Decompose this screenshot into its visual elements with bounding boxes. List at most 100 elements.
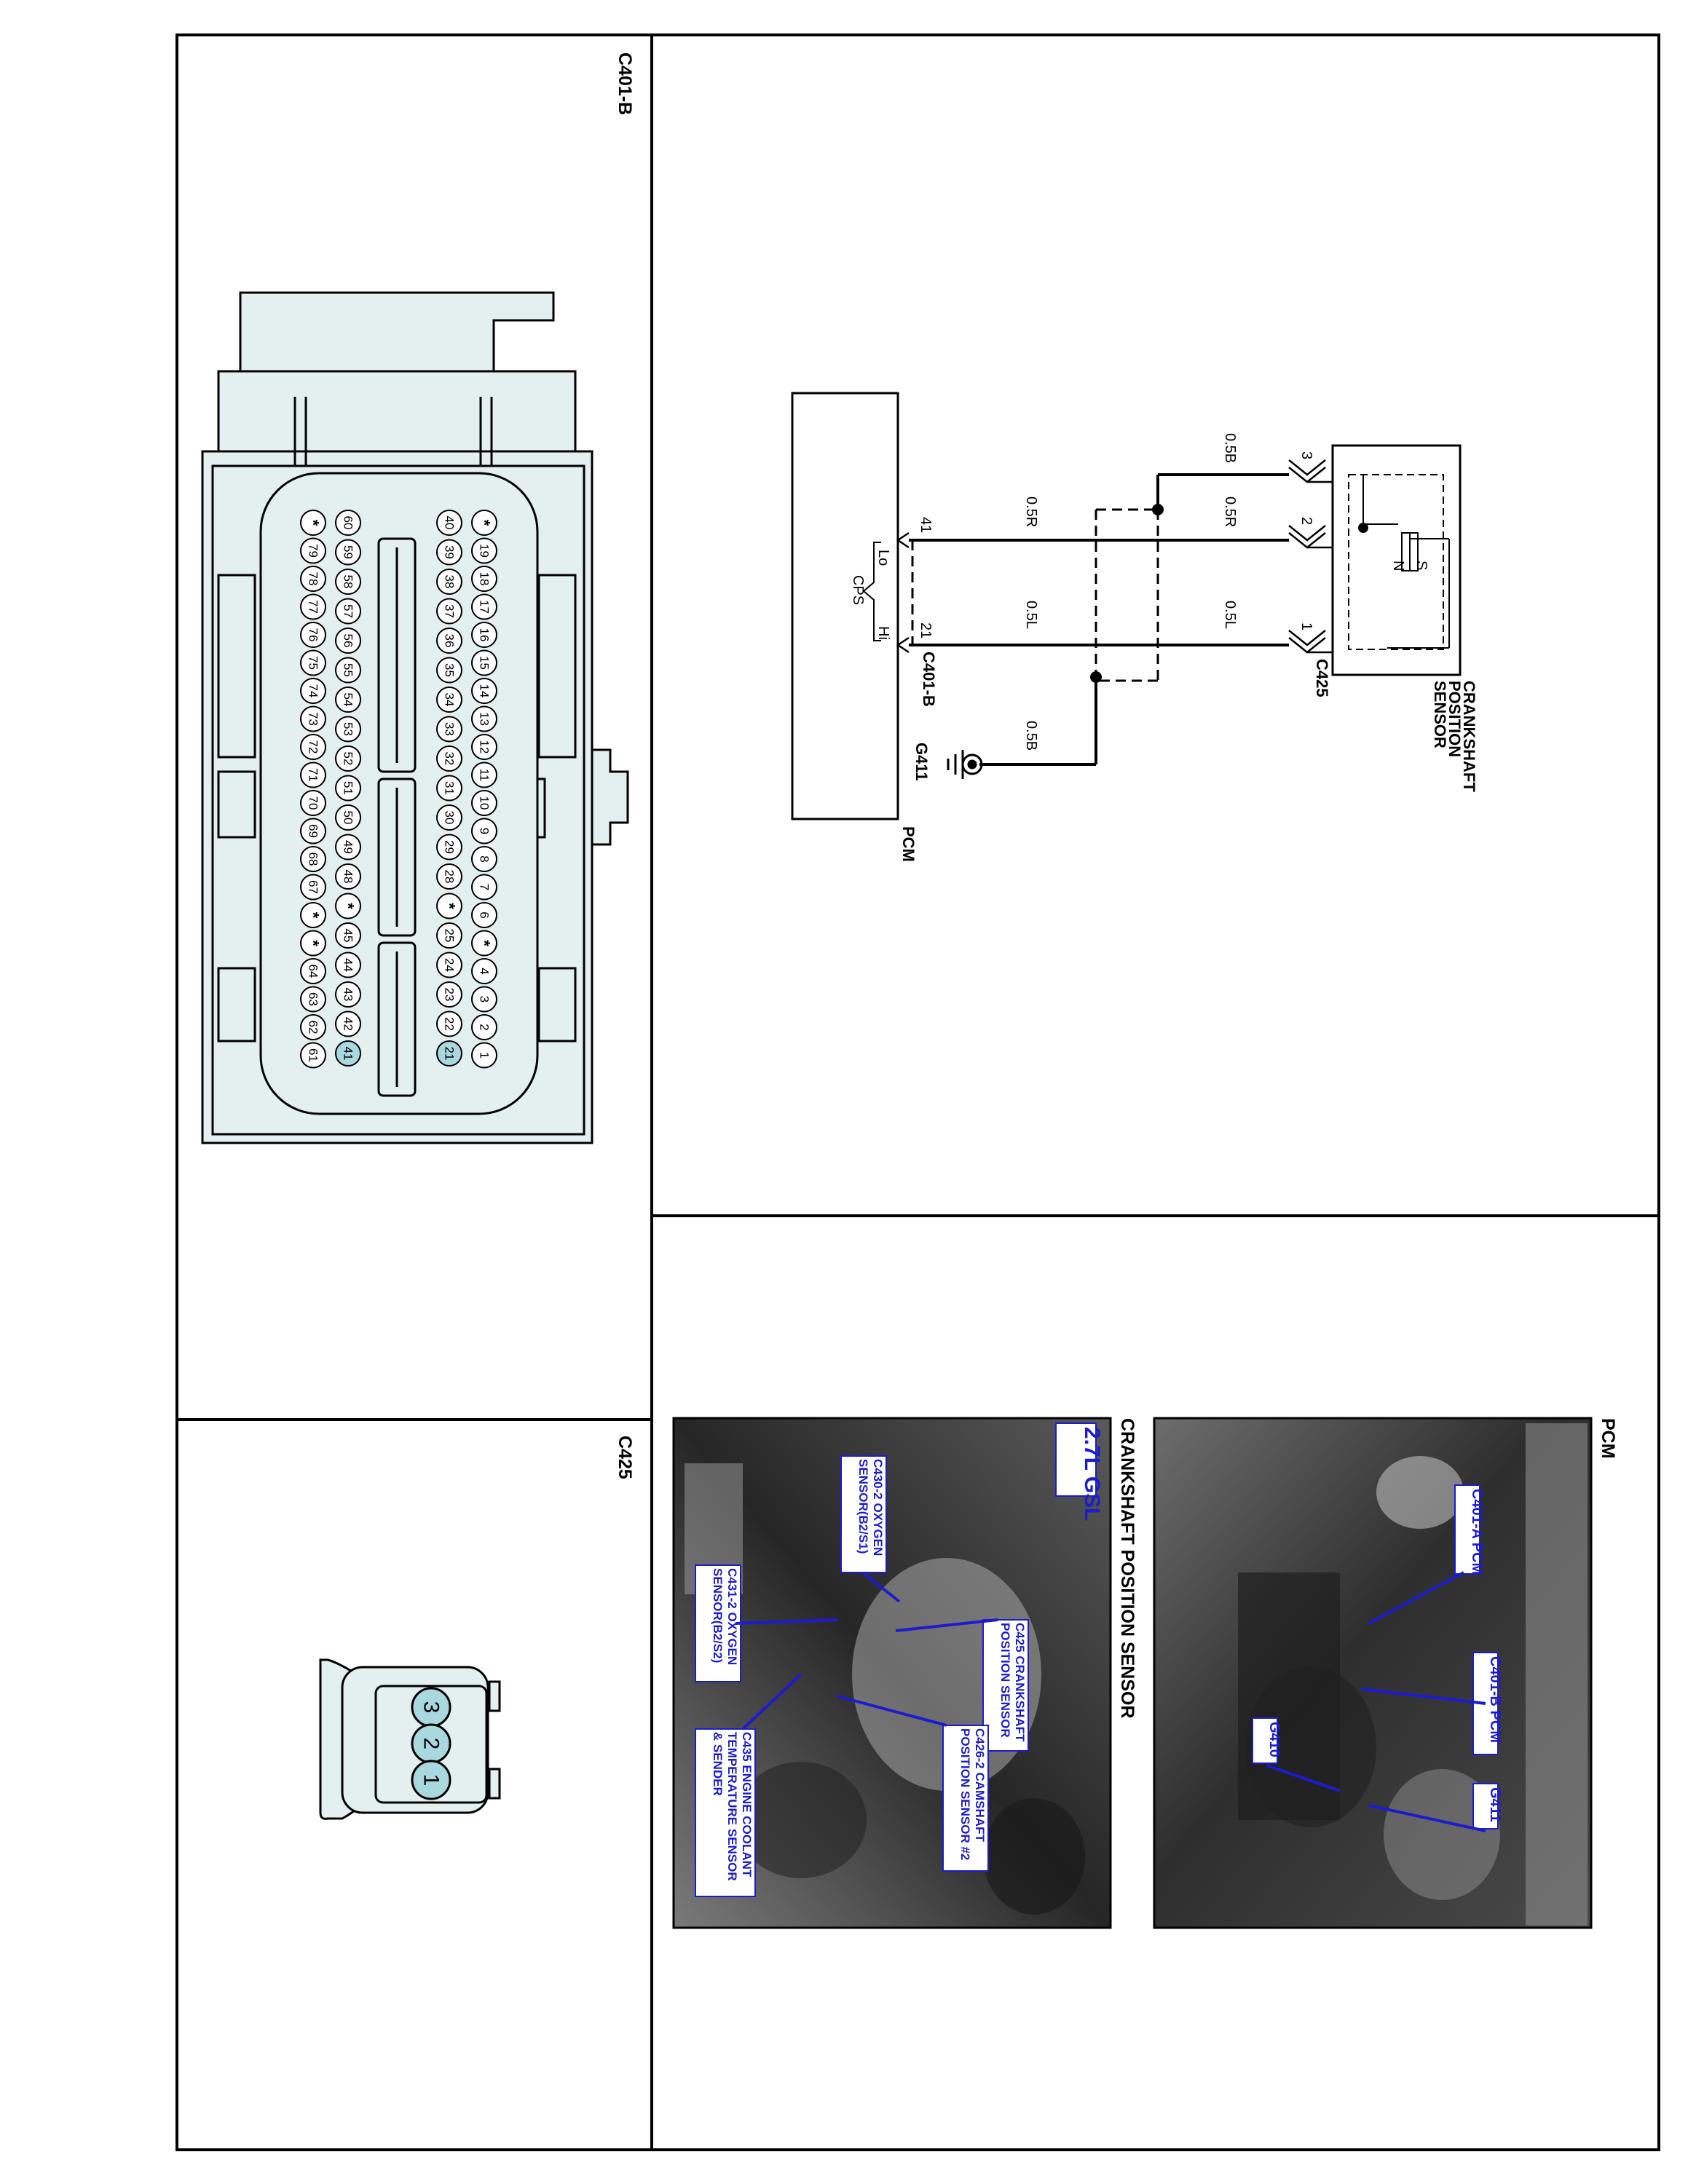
c401b-pin-60 bbox=[335, 510, 361, 536]
c401b-pin-50 bbox=[335, 804, 361, 831]
c401b-pin-label: * bbox=[304, 520, 323, 526]
c401b-pin-label: 42 bbox=[342, 1017, 355, 1031]
c401b-pin-label: 17 bbox=[478, 600, 492, 614]
c401b-pin-label: 12 bbox=[478, 740, 492, 754]
callout-c425-line2: POSITION SENSOR bbox=[998, 1623, 1012, 1738]
wire-label-l-upper: 0.5L bbox=[1222, 601, 1238, 629]
connector-c425-title: C425 bbox=[615, 1436, 635, 1479]
callout-c401a: C401-A PCM bbox=[1469, 1489, 1485, 1575]
c425-connector-label: C425 bbox=[1313, 659, 1331, 697]
c401b-pin-16 bbox=[471, 622, 497, 648]
c401b-pin-78 bbox=[300, 566, 326, 592]
c401b-pin-label: 9 bbox=[478, 828, 492, 834]
callout-c430-2-line1: C430-2 OXYGEN bbox=[871, 1459, 885, 1556]
c401b-pin-51 bbox=[335, 775, 361, 802]
wire-label-r-lower: 0.5R bbox=[1023, 496, 1039, 527]
c401b-pin-53 bbox=[335, 716, 361, 743]
c401b-pin-79 bbox=[300, 537, 326, 564]
c401b-pin-12 bbox=[471, 734, 497, 760]
c401b-pin-label: 49 bbox=[342, 840, 355, 854]
c425-pin3-label: 3 bbox=[1298, 451, 1314, 459]
c401b-pin-37 bbox=[436, 598, 462, 625]
c401b-pin-label: 75 bbox=[307, 656, 320, 670]
c401b-pin-label: 59 bbox=[342, 545, 355, 559]
c401b-pin-59 bbox=[335, 539, 361, 566]
sensor-pole-n: N bbox=[1390, 561, 1406, 571]
c401b-pin-unused bbox=[300, 902, 326, 928]
c401b-pin-label: 77 bbox=[307, 600, 320, 614]
c401b-pin-35 bbox=[436, 657, 462, 684]
c401b-pin-8 bbox=[471, 846, 497, 872]
c401b-pin-36 bbox=[436, 628, 462, 654]
c401b-pin-11 bbox=[471, 761, 497, 788]
c401b-pin-label: 79 bbox=[307, 544, 320, 558]
c401b-pin-31 bbox=[436, 775, 462, 802]
c401b-pin-label: 25 bbox=[443, 929, 457, 943]
pcm-lo-label: Lo bbox=[875, 550, 891, 566]
callout-c431-2-line2: SENSOR(B2/S2) bbox=[711, 1568, 725, 1663]
c401b-pin-30 bbox=[436, 804, 462, 831]
c401b-pin-label: 43 bbox=[342, 988, 355, 1002]
c401b-pin-28 bbox=[436, 863, 462, 890]
c401b-pin-label: 73 bbox=[307, 712, 320, 726]
c401b-pin-75 bbox=[300, 649, 326, 676]
c401b-pin-label: 10 bbox=[478, 796, 492, 810]
c401b-pin-label: 21 bbox=[443, 1047, 457, 1061]
connector-c401b-title: C401-B bbox=[615, 52, 635, 115]
photo-pcm-callouts: C401-A PCM C401-B PCM G410 G411 bbox=[1252, 1484, 1503, 1832]
c401b-pin-69 bbox=[300, 818, 326, 844]
c401b-pin-label: 45 bbox=[342, 929, 355, 943]
pcm-connector-label: C401-B bbox=[920, 652, 938, 707]
c401b-pin-72 bbox=[300, 734, 326, 760]
pcm-cps-label: CPS bbox=[850, 575, 866, 605]
c401b-pin-24 bbox=[436, 951, 462, 978]
connector-c425-body bbox=[319, 1658, 501, 1820]
pcm-hi-label: Hi bbox=[875, 626, 891, 640]
photo-panel: PCM C401-A PCM C401-B PCM G410 G411 bbox=[672, 1417, 1618, 1929]
c401b-pin-label: 1 bbox=[478, 1052, 492, 1059]
c401b-pin-label: 30 bbox=[443, 811, 457, 825]
c401b-pin-34 bbox=[436, 687, 462, 713]
c401b-pin-19 bbox=[471, 537, 497, 564]
c401b-pin-label: 19 bbox=[478, 544, 492, 558]
c425-pin-label: 2 bbox=[419, 1738, 443, 1750]
c401b-pin-label: 37 bbox=[443, 604, 457, 618]
photo-cps-callouts: 2.7L GSL C430-2 OXYGEN SENSOR(B2/S1) C42… bbox=[695, 1423, 1104, 1897]
callout-g411: G411 bbox=[1487, 1787, 1503, 1822]
c401b-pin-label: 78 bbox=[307, 572, 320, 586]
c401b-pin-1 bbox=[471, 1042, 497, 1069]
c401b-pin-label: 58 bbox=[342, 575, 355, 589]
c401b-pin-label: 28 bbox=[443, 870, 457, 884]
c401b-pin-label: 34 bbox=[443, 693, 457, 707]
connector-c425-pin-row: 321 bbox=[411, 1687, 451, 1800]
c401b-pin-label: 32 bbox=[443, 752, 457, 766]
c425-pin-symbols bbox=[1288, 459, 1333, 654]
c401b-pin-label: 41 bbox=[342, 1047, 355, 1061]
c401b-pin-22 bbox=[436, 1010, 462, 1037]
c401b-pin-label: 23 bbox=[443, 988, 457, 1002]
c401b-pin-25 bbox=[436, 922, 462, 949]
c401b-pin-label: * bbox=[304, 912, 323, 919]
callout-c431-2-line1: C431-2 OXYGEN bbox=[725, 1568, 739, 1665]
callout-c425-line1: C425 CRANKSHAFT bbox=[1013, 1623, 1027, 1742]
c401b-pin-label: 24 bbox=[443, 958, 457, 972]
c401b-pin-label: 69 bbox=[307, 824, 320, 838]
c425-pin-label: 3 bbox=[419, 1701, 443, 1714]
pcm-pin21-label: 21 bbox=[918, 622, 934, 638]
c401b-pin-77 bbox=[300, 593, 326, 620]
ground-g411-symbol bbox=[947, 750, 983, 779]
c401b-pin-label: 35 bbox=[443, 663, 457, 677]
c401b-pin-label: 48 bbox=[342, 870, 355, 884]
c401b-pin-label: 22 bbox=[443, 1017, 457, 1031]
c401b-pin-18 bbox=[471, 566, 497, 592]
callout-c435-line2: TEMPERATURE SENSOR bbox=[725, 1732, 739, 1881]
c401b-pin-58 bbox=[335, 569, 361, 595]
c401b-pin-13 bbox=[471, 705, 497, 732]
schematic-panel: S N CRANKSHAFT POSITION SENSOR 3 2 1 C42… bbox=[791, 392, 1478, 862]
c401b-pin-62 bbox=[300, 1014, 326, 1040]
c401b-pin-unused bbox=[300, 510, 326, 536]
c401b-pin-label: 61 bbox=[307, 1048, 320, 1062]
c401b-pin-label: * bbox=[441, 903, 459, 909]
c401b-pin-label: 67 bbox=[307, 880, 320, 894]
callout-g410: G410 bbox=[1266, 1722, 1282, 1757]
